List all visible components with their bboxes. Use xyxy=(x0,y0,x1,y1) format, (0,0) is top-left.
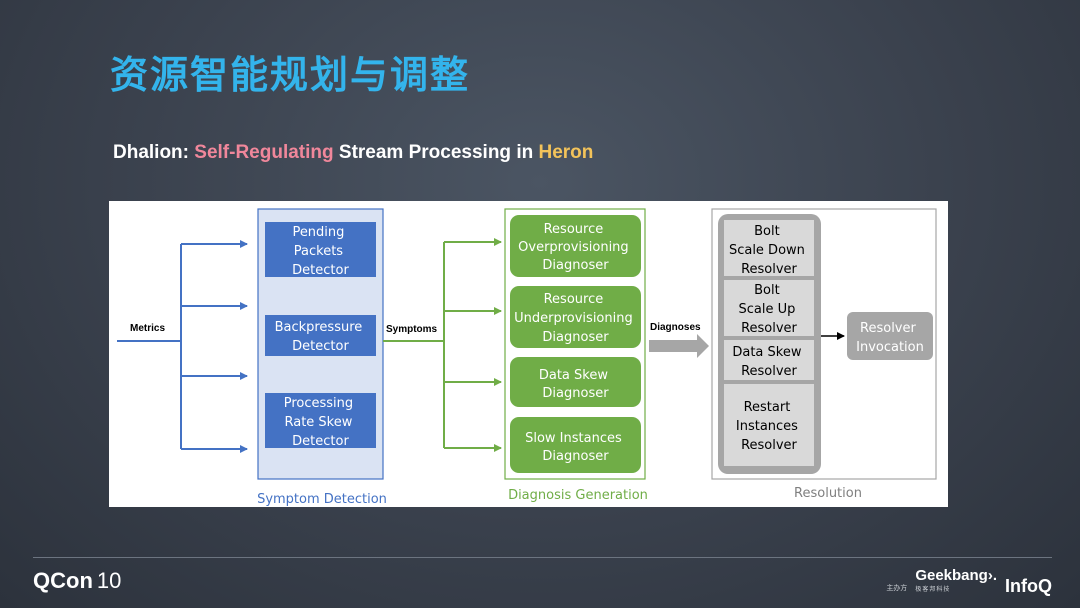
diagnoser-slow-instances: Slow Instances Diagnoser xyxy=(510,417,641,473)
slide-subtitle: Dhalion: Self-Regulating Stream Processi… xyxy=(113,142,593,164)
geekbang-logo-sub: 极客邦科技 xyxy=(915,587,951,593)
qcon-logo-mark: 10 xyxy=(96,568,122,593)
svg-text:Backpressure Detector: Backpressure Detector xyxy=(275,320,367,354)
svg-text:Restart Instances: Restart Instances Resolver xyxy=(736,400,802,453)
detector-processing-rate-skew: Processing Rate Skew Detector xyxy=(265,393,376,449)
diagnoses-arrow xyxy=(649,334,709,358)
slide-title: 资源智能规划与调整 xyxy=(110,53,471,97)
qcon-logo-text: QCon xyxy=(33,568,93,593)
diagram-svg: Metrics Pending Packets Detector Backpre… xyxy=(117,208,937,507)
caption-resolution: Resolution xyxy=(794,486,862,501)
sponsor-logos: 主办方 Geekbang›. 极客邦科技 InfoQ xyxy=(886,567,1052,597)
subtitle-heron: Heron xyxy=(538,142,594,163)
resolver-bolt-scale-down: Bolt Scale Down Resolver xyxy=(724,220,814,277)
svg-text:Pending Packets: Pending Packets Detector xyxy=(292,225,349,278)
geekbang-logo: Geekbang›. 极客邦科技 xyxy=(915,567,997,597)
geekbang-logo-text: Geekbang›. xyxy=(915,567,997,584)
svg-text:Resource Overprovision: Resource Overprovisioning Diagnoser xyxy=(518,222,633,273)
subtitle-dhalion: Dhalion: xyxy=(113,142,195,163)
metrics-label: Metrics xyxy=(130,323,165,334)
resolver-bolt-scale-up: Bolt Scale Up Resolver xyxy=(724,280,814,336)
svg-text:Data Skew Resolver: Data Skew Resolver xyxy=(732,345,805,379)
organizer-label: 主办方 xyxy=(886,585,908,592)
resolver-data-skew: Data Skew Resolver xyxy=(724,340,814,380)
svg-text:Slow Instances Diagnos: Slow Instances Diagnoser xyxy=(525,431,626,464)
infoq-logo: InfoQ xyxy=(1005,576,1052,596)
diagnoser-resource-underprovisioning: Resource Underprovisioning Diagnoser xyxy=(510,286,641,348)
caption-diagnosis-generation: Diagnosis Generation xyxy=(508,488,648,503)
svg-text:Processing Rate Skew: Processing Rate Skew Detector xyxy=(284,396,358,449)
diagnoser-data-skew: Data Skew Diagnoser xyxy=(510,357,641,407)
symptoms-arrows xyxy=(383,238,502,452)
subtitle-stream-processing: Stream Processing in xyxy=(333,142,539,163)
dhalion-diagram: Metrics Pending Packets Detector Backpre… xyxy=(109,201,948,507)
svg-text:Bolt Scale Down: Bolt Scale Down Resolver xyxy=(729,224,809,277)
symptoms-label: Symptoms xyxy=(386,324,438,335)
diagnoses-label: Diagnoses xyxy=(650,322,701,333)
resolver-invocation: Resolver Invocation xyxy=(847,312,933,360)
detector-backpressure: Backpressure Detector xyxy=(265,315,376,356)
footer-divider xyxy=(33,557,1052,558)
svg-text:Data Skew Diagnoser: Data Skew Diagnoser xyxy=(539,368,612,401)
subtitle-self-regulating: Self-Regulating xyxy=(194,142,334,163)
svg-text:Resource Underprovisio: Resource Underprovisioning Diagnoser xyxy=(514,292,637,345)
detector-pending-packets: Pending Packets Detector xyxy=(265,222,376,278)
diagnoser-resource-overprovisioning: Resource Overprovisioning Diagnoser xyxy=(510,215,641,277)
svg-text:Bolt Scale Up: Bolt Scale Up Resolver xyxy=(738,283,799,336)
svg-text:Resolver Invocation: Resolver Invocation xyxy=(856,321,924,355)
resolver-restart-instances: Restart Instances Resolver xyxy=(724,384,814,466)
caption-symptom-detection: Symptom Detection xyxy=(257,492,387,507)
metrics-arrows xyxy=(117,240,248,453)
